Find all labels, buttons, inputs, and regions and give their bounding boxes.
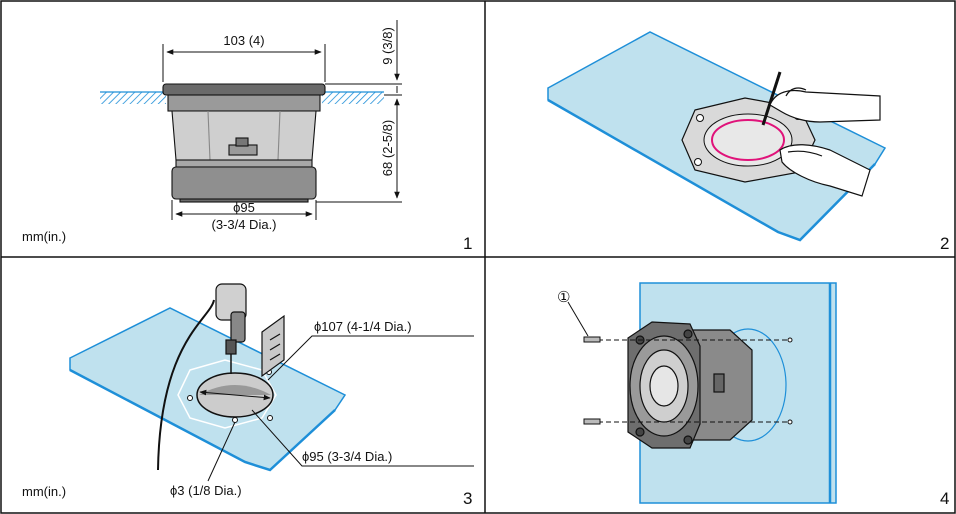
outer-diameter-label: ϕ107 (4-1/4 Dia.) xyxy=(314,319,412,334)
leader-lines-3 xyxy=(207,335,474,482)
dimension-diameter xyxy=(171,200,317,220)
hand-with-pencil xyxy=(761,71,881,126)
diameter-inch-label: (3-3/4 Dia.) xyxy=(211,217,276,232)
panel-1: 103 (4) 9 (3/8) 68 (2-5/8) ϕ95 (3-3/4 Di… xyxy=(22,20,472,253)
depth-label: 68 (2-5/8) xyxy=(380,120,395,176)
unit-label-1: mm(in.) xyxy=(22,229,66,244)
diameter-label: ϕ95 xyxy=(233,200,255,215)
mounting-surface-right xyxy=(322,92,384,104)
screw-upper xyxy=(583,336,601,343)
speaker-perspective xyxy=(627,321,753,449)
dimension-vertical xyxy=(316,20,402,203)
screw-lower xyxy=(583,418,601,425)
cutout-diameter-label: ϕ95 (3-3/4 Dia.) xyxy=(302,449,392,464)
flange-height-label: 9 (3/8) xyxy=(380,27,395,65)
cutout-template-outline xyxy=(177,359,277,429)
panel-4: ① 4 xyxy=(557,282,949,508)
panel-number-1: 1 xyxy=(463,234,472,253)
width-label: 103 (4) xyxy=(223,33,264,48)
speaker-side-view xyxy=(162,83,326,203)
mounting-surface-left xyxy=(100,92,166,104)
screw-callout: ① xyxy=(557,289,570,306)
dimension-width xyxy=(162,44,326,82)
panel-number-3: 3 xyxy=(463,489,472,508)
screws xyxy=(583,336,793,425)
panel-3: ϕ107 (4-1/4 Dia.) ϕ95 (3-3/4 Dia.) ϕ3 (1… xyxy=(22,283,474,508)
traced-circle xyxy=(711,119,785,161)
panel-number-2: 2 xyxy=(940,234,949,253)
panel-number-4: 4 xyxy=(940,489,949,508)
jigsaw-tool xyxy=(157,283,285,471)
unit-label-3: mm(in.) xyxy=(22,484,66,499)
hand-holding-template xyxy=(779,144,871,197)
hole-diameter-label: ϕ3 (1/8 Dia.) xyxy=(170,483,242,498)
panel-2: 2 xyxy=(547,31,949,253)
